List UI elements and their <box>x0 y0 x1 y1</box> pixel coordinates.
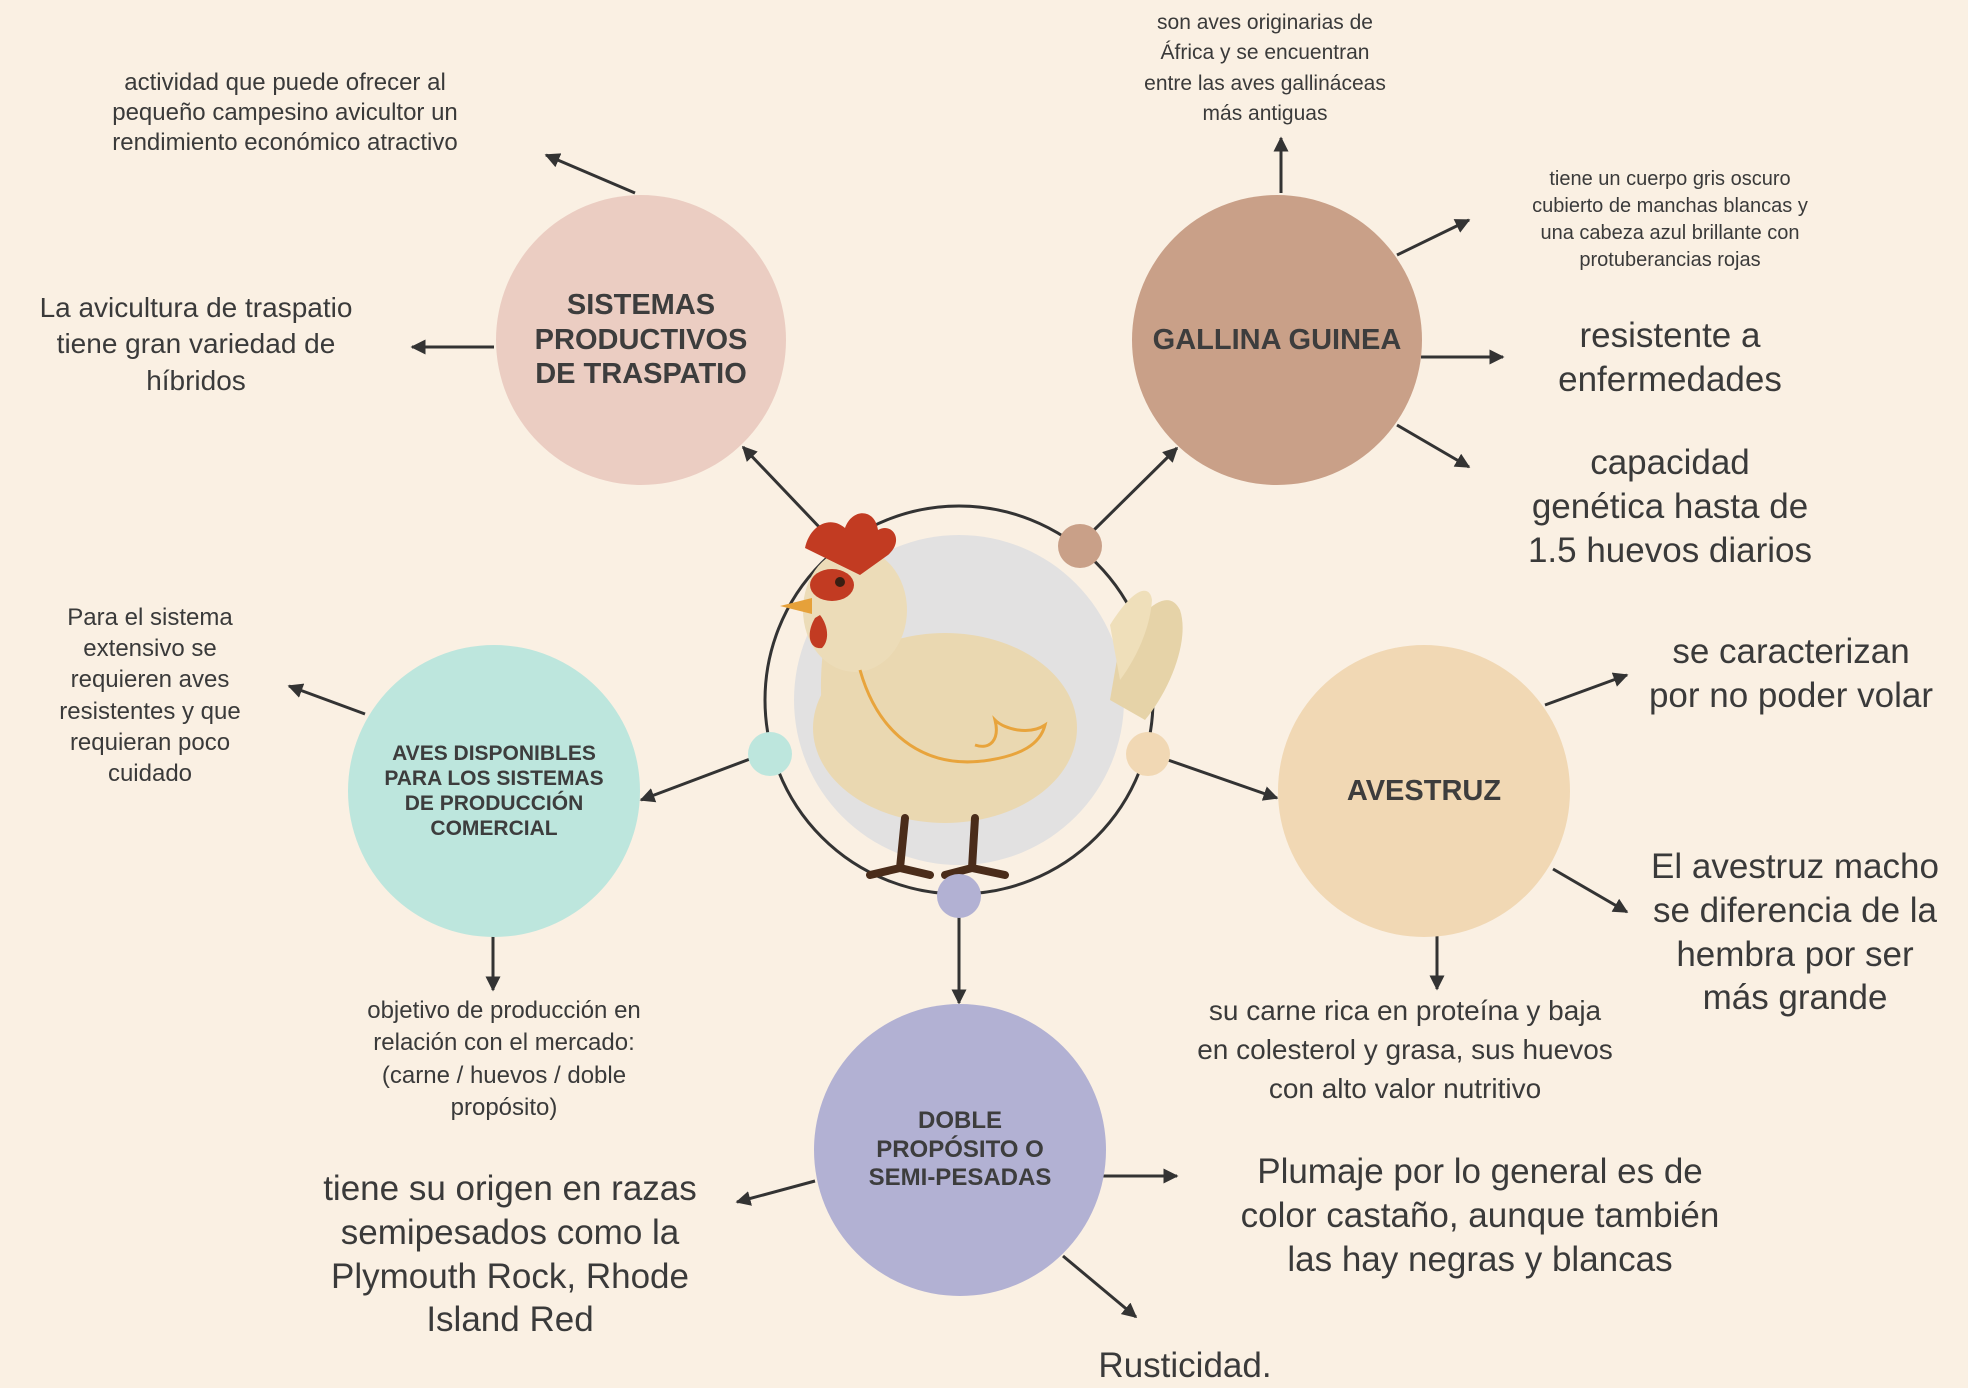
arrow-doble-rusticidad <box>1062 1254 1138 1319</box>
node-avestruz: AVESTRUZ <box>1278 645 1570 937</box>
node-guinea-label: GALLINA GUINEA <box>1152 323 1402 356</box>
arrow-center-traspatio <box>741 445 824 532</box>
dot-avestruz <box>1126 732 1170 776</box>
node-traspatio: SISTEMAS PRODUCTIVOS DE TRASPATIO <box>496 195 786 485</box>
text-guinea-capacidad: capacidad genética hasta de 1.5 huevos d… <box>1527 443 1813 570</box>
dot-guinea <box>1058 524 1102 568</box>
arrow-center-avestruz <box>1167 758 1279 801</box>
text-avestruz-macho: El avestruz macho se diferencia de la he… <box>1651 847 1939 1018</box>
text-doble-rusticidad: Rusticidad. <box>1098 1346 1272 1385</box>
node-traspatio-label: SISTEMAS PRODUCTIVOS DE TRASPATIO <box>534 288 748 391</box>
text-guinea-resistente: resistente a enfermedades <box>1558 316 1782 399</box>
arrow-center-guinea <box>1092 446 1179 532</box>
arrow-aves-extensivo <box>287 683 366 716</box>
text-aves-objetivo: objetivo de producción en relación con e… <box>367 997 641 1122</box>
text-traspatio-hibridos: La avicultura de traspatio tiene gran va… <box>39 292 353 396</box>
text-doble-origen: tiene su origen en razas semipesados com… <box>323 1169 697 1340</box>
node-aves-label: AVES DISPONIBLES PARA LOS SISTEMAS DE PR… <box>384 741 604 841</box>
hen-icon <box>780 513 1183 879</box>
node-guinea: GALLINA GUINEA <box>1132 195 1422 485</box>
arrow-center-aves <box>639 757 751 803</box>
text-guinea-origen: son aves originarias de África y se encu… <box>1144 11 1386 126</box>
text-doble-plumaje: Plumaje por lo general es de color casta… <box>1240 1152 1720 1279</box>
text-guinea-cuerpo: tiene un cuerpo gris oscuro cubierto de … <box>1532 168 1808 271</box>
arrow-guinea-capacidad <box>1396 423 1471 469</box>
arrow-avestruz-volar <box>1544 672 1629 707</box>
text-traspatio-actividad: actividad que puede ofrecer al pequeño c… <box>112 69 458 156</box>
dot-doble <box>937 874 981 918</box>
arrow-doble-origen <box>735 1179 816 1206</box>
arrow-guinea-cuerpo <box>1396 218 1471 257</box>
node-doble: DOBLE PROPÓSITO O SEMI-PESADAS <box>814 1004 1106 1296</box>
node-aves: AVES DISPONIBLES PARA LOS SISTEMAS DE PR… <box>348 645 640 937</box>
node-avestruz-label: AVESTRUZ <box>1346 774 1502 807</box>
text-avestruz-carne: su carne rica en proteína y baja en cole… <box>1197 995 1613 1105</box>
node-doble-label: DOBLE PROPÓSITO O SEMI-PESADAS <box>868 1106 1052 1192</box>
arrow-traspatio-actividad <box>544 153 636 195</box>
text-avestruz-volar: se caracterizan por no poder volar <box>1648 632 1934 715</box>
dot-aves <box>748 732 792 776</box>
arrow-avestruz-macho <box>1552 867 1629 914</box>
text-aves-extensivo: Para el sistema extensivo se requieren a… <box>59 604 241 787</box>
